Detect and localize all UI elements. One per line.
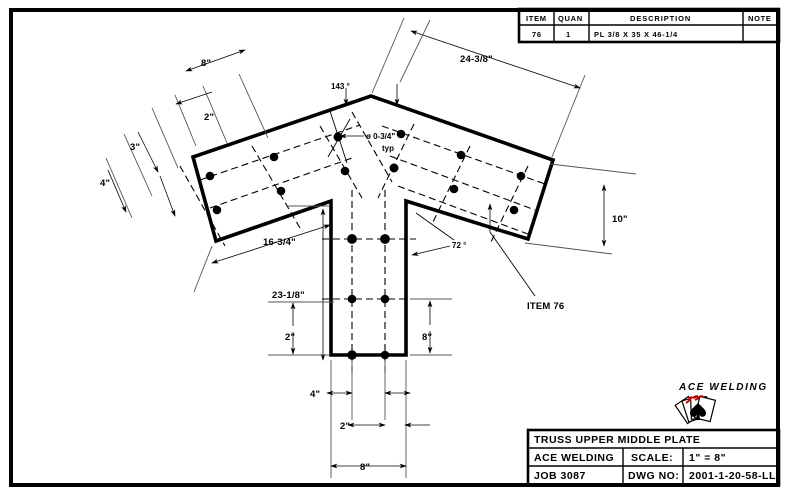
bolt-gauge-lines-right-wing: [377, 123, 546, 245]
hole-callout-typ: typ: [382, 144, 394, 153]
title-block-dwg-value: 2001-1-20-58-LL: [689, 470, 776, 482]
bolt-holes: [205, 129, 526, 360]
bom-cell-item: 76: [532, 30, 542, 39]
dimension-lower-8in-group: 8": [410, 298, 452, 356]
title-block-job: JOB 3087: [534, 470, 586, 482]
angle-label-72: 72 °: [452, 241, 466, 250]
dimension-16-34-group: 16-3/4": [193, 224, 331, 293]
logo-label: ACE WELDING: [678, 382, 768, 393]
bill-of-materials-table: ITEM QUAN DESCRIPTION NOTE 76 1 PL 3/8 X…: [517, 7, 781, 44]
angle-label-143: 143 °: [331, 82, 350, 91]
dimension-label-bottom-2in: 2": [340, 421, 350, 432]
dimension-label-4in: 4": [100, 178, 110, 189]
sheet-border: [9, 8, 780, 487]
dimension-label-24-38: 24-3/8": [460, 54, 493, 65]
bom-header-note: NOTE: [748, 14, 772, 23]
title-block-scale-label: SCALE:: [631, 452, 673, 464]
title-block-company: ACE WELDING: [534, 452, 614, 464]
dimension-label-8in-top: 8": [201, 58, 211, 69]
bom-cell-quan: 1: [566, 30, 571, 39]
bom-header-description: DESCRIPTION: [630, 14, 691, 23]
dimension-label-bottom-8in: 8": [360, 462, 370, 473]
title-block-drawing-title: TRUSS UPPER MIDDLE PLATE: [534, 434, 700, 446]
dimension-left-group: 3" 4": [100, 131, 176, 217]
playing-cards-spade-icon: [674, 394, 717, 425]
dimension-label-lower-8in: 8": [422, 332, 432, 343]
dimension-label-10in: 10": [612, 214, 628, 225]
dimension-top-left-group: 8" 2": [105, 49, 269, 219]
bom-cell-description: PL 3/8 X 35 X 46-1/4: [594, 30, 678, 39]
bom-header-item: ITEM: [526, 14, 547, 23]
angle-72-group: 72 °: [411, 212, 466, 256]
dimension-label-3in: 3": [130, 142, 140, 153]
plate-outline: [190, 94, 556, 357]
dimension-label-2in-top: 2": [204, 112, 214, 123]
bolt-gauge-lines-left-wing: [179, 111, 393, 247]
company-logo: ACE WELDING: [674, 382, 768, 425]
item-76-callout: ITEM 76: [487, 203, 564, 312]
dimension-bottom-group: 4" 2" 8": [310, 360, 430, 478]
dimension-10in-group: 10": [524, 163, 637, 255]
dimension-label-bottom-4in: 4": [310, 389, 320, 400]
dimension-label-23-18: 23-1/8": [272, 290, 305, 301]
dimension-label-lower-2in: 2": [285, 332, 295, 343]
title-block-scale-value: 1" = 8": [689, 452, 726, 464]
dimension-24-38-group: 24-3/8": [371, 17, 586, 158]
hole-callout-diameter: ø 0-3/4": [366, 132, 395, 141]
bom-header-quan: QUAN: [558, 14, 583, 23]
hole-diameter-callout: ø 0-3/4" typ: [327, 110, 395, 164]
dimension-lower-2in-group: 2": [268, 301, 334, 356]
angle-143-group: 143 °: [331, 19, 431, 106]
bolt-gauge-lines-stem: [322, 190, 416, 375]
title-block: TRUSS UPPER MIDDLE PLATE ACE WELDING JOB…: [526, 428, 781, 487]
item-callout-label: ITEM 76: [527, 301, 564, 312]
dimension-23-18-group: 23-1/8": [272, 205, 330, 361]
dimension-label-16-34: 16-3/4": [263, 237, 296, 248]
title-block-dwg-label: DWG NO:: [628, 470, 679, 482]
